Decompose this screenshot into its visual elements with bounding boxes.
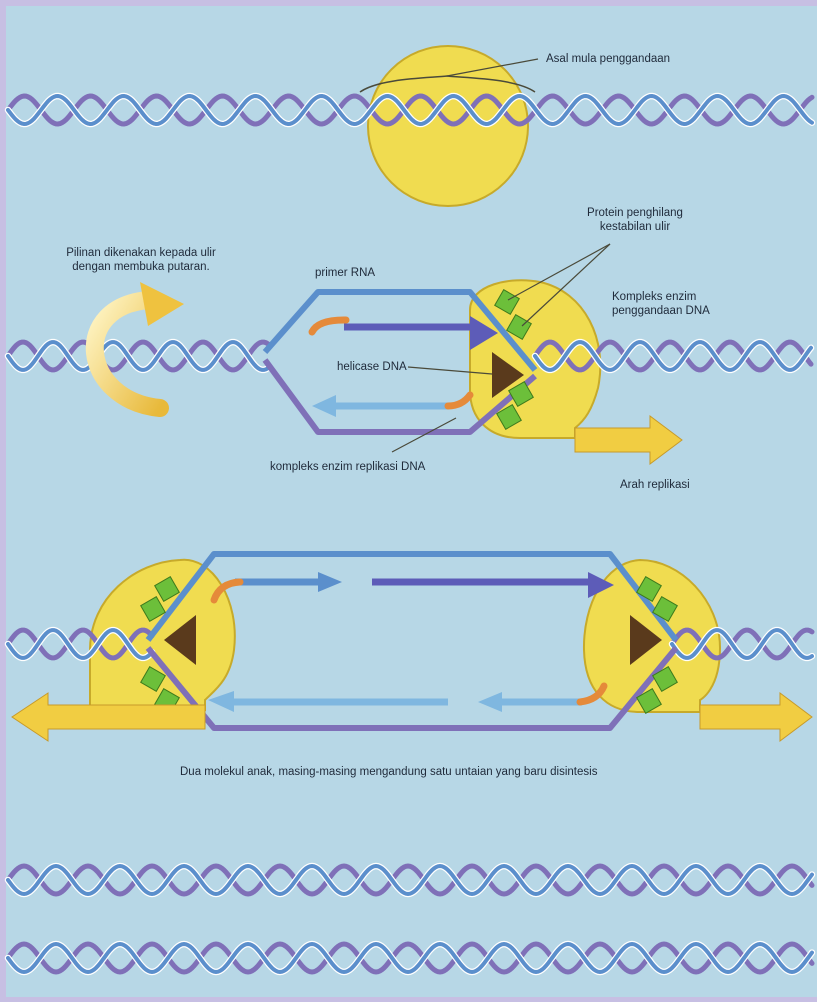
label-origin: Asal mula penggandaan — [546, 52, 670, 66]
label-complex-top: Kompleks enzim penggandaan DNA — [612, 290, 720, 318]
label-primer: primer RNA — [315, 266, 375, 280]
label-direction: Arah replikasi — [620, 478, 690, 492]
label-helicase: helicase DNA — [337, 360, 407, 374]
label-ssb: Protein penghilang kestabilan ulir — [560, 206, 710, 234]
label-complex-bottom: kompleks enzim replikasi DNA — [270, 460, 425, 474]
enzyme-origin — [368, 46, 528, 206]
label-twist: Pilinan dikenakan kepada ulir dengan mem… — [52, 246, 230, 274]
label-daughters: Dua molekul anak, masing-masing mengandu… — [180, 765, 597, 779]
